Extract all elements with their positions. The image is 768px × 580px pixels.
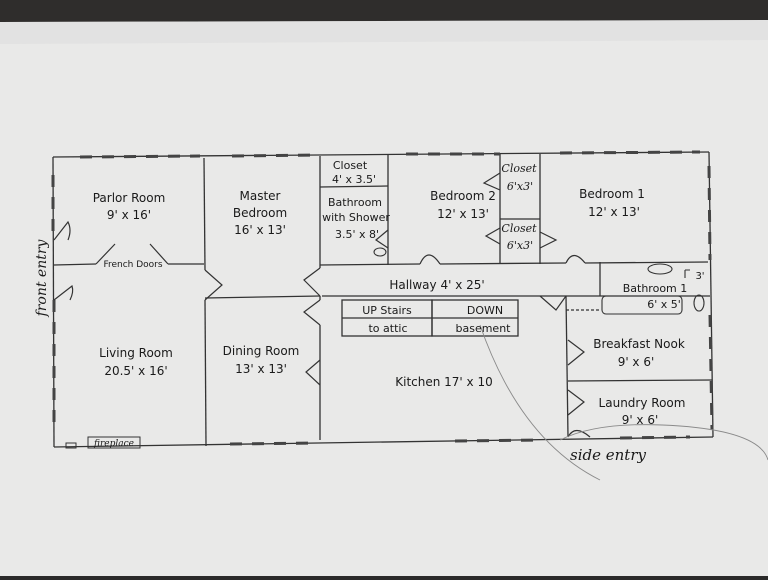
stairs-up-2: to attic bbox=[368, 322, 407, 335]
closet-b2-bottom-size: 6'x3' bbox=[507, 239, 533, 252]
stairs-up-1: UP Stairs bbox=[362, 304, 412, 317]
stairs-down-1: DOWN bbox=[467, 304, 503, 317]
breakfast-name: Breakfast Nook bbox=[593, 337, 685, 351]
bath-shower-name-2: with Shower bbox=[322, 211, 390, 224]
bedroom1-name: Bedroom 1 bbox=[579, 187, 645, 201]
bath-shower-name-1: Bathroom bbox=[328, 196, 382, 209]
laundry-name: Laundry Room bbox=[599, 396, 686, 410]
paper-sheet bbox=[0, 20, 768, 576]
bedroom1-size: 12' x 13' bbox=[588, 205, 640, 219]
closet-b2-top-size: 6'x3' bbox=[507, 180, 533, 193]
hallway-label: Hallway 4' x 25' bbox=[389, 278, 484, 292]
living-size: 20.5' x 16' bbox=[104, 364, 167, 378]
bathroom1-note: 3' bbox=[695, 271, 704, 282]
master-name-1: Master bbox=[240, 189, 281, 203]
stairs-down-2: basement bbox=[456, 322, 512, 335]
french-doors-label: French Doors bbox=[103, 260, 162, 270]
side-entry-label: side entry bbox=[570, 446, 646, 464]
dining-name: Dining Room bbox=[223, 344, 300, 358]
parlor-name: Parlor Room bbox=[93, 191, 166, 205]
living-name: Living Room bbox=[99, 346, 173, 360]
bath-shower-size: 3.5' x 8' bbox=[335, 228, 379, 241]
closet-master-size: 4' x 3.5' bbox=[332, 173, 376, 186]
fireplace-label: fireplace bbox=[93, 439, 134, 449]
dining-size: 13' x 13' bbox=[235, 362, 287, 376]
bedroom2-size: 12' x 13' bbox=[437, 207, 489, 221]
parlor-size: 9' x 16' bbox=[107, 208, 151, 222]
bedroom2-name: Bedroom 2 bbox=[430, 189, 496, 203]
doors bbox=[53, 172, 591, 438]
closet-master-name: Closet bbox=[333, 159, 368, 172]
closet-b2-bottom-name: Closet bbox=[501, 222, 537, 235]
windows bbox=[51, 150, 714, 446]
master-size: 16' x 13' bbox=[234, 223, 286, 237]
master-name-2: Bedroom bbox=[233, 206, 287, 220]
walls bbox=[52, 151, 714, 448]
kitchen-label: Kitchen 17' x 10 bbox=[395, 375, 492, 389]
laundry-size: 9' x 6' bbox=[622, 413, 659, 427]
bathroom1-size: 6' x 5' bbox=[647, 298, 681, 311]
fixtures bbox=[373, 247, 705, 315]
breakfast-size: 9' x 6' bbox=[618, 355, 655, 369]
front-entry-label: front entry bbox=[34, 238, 50, 317]
bathroom1-name: Bathroom 1 bbox=[623, 282, 688, 295]
closet-b2-top-name: Closet bbox=[501, 162, 537, 175]
